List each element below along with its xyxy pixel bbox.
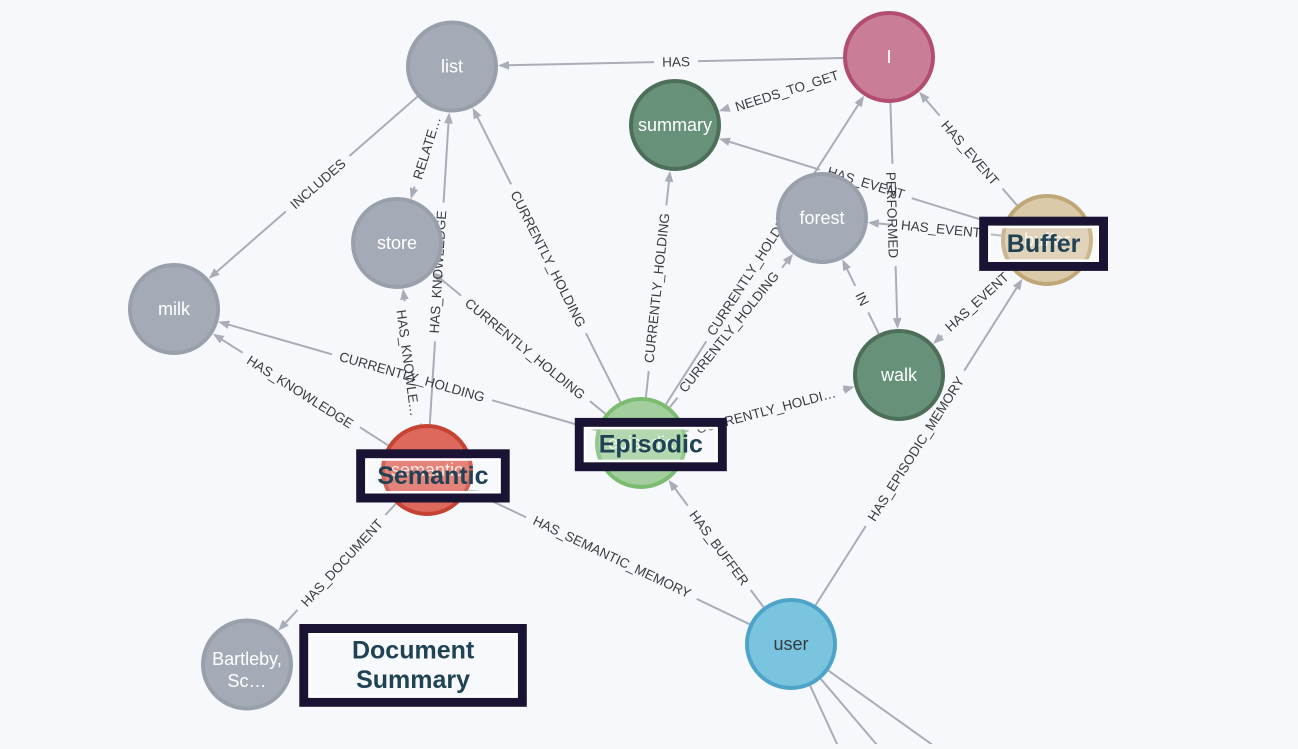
svg-text:HAS_KNOWLEDGE: HAS_KNOWLEDGE [244,353,356,432]
svg-text:RELATE…: RELATE… [410,115,444,182]
svg-text:I: I [886,47,891,67]
svg-text:NEEDS_TO_GET: NEEDS_TO_GET [733,68,840,115]
svg-text:list: list [441,57,463,77]
svg-text:HAS: HAS [662,54,690,70]
svg-text:milk: milk [158,299,191,319]
svg-text:Sc…: Sc… [227,671,266,691]
svg-text:walk: walk [880,365,918,385]
svg-text:store: store [377,233,417,253]
svg-text:Bartleby,: Bartleby, [212,649,282,669]
svg-text:CURRENTLY_HOLDING: CURRENTLY_HOLDING [507,188,588,329]
svg-text:INCLUDES: INCLUDES [287,156,348,212]
svg-text:IN: IN [852,290,871,309]
svg-text:HAS_KNOWLE…: HAS_KNOWLE… [394,309,423,417]
svg-text:Summary: Summary [356,666,470,694]
svg-text:user: user [773,634,808,654]
svg-text:HAS_EVENT: HAS_EVENT [900,218,981,241]
svg-text:Episodic: Episodic [599,431,703,459]
svg-text:HAS_EVENT: HAS_EVENT [938,118,1002,189]
svg-text:summary: summary [638,115,712,135]
svg-text:HAS_EVENT: HAS_EVENT [942,269,1011,334]
svg-text:Buffer: Buffer [1007,230,1081,258]
svg-text:HAS_SEMANTIC_MEMORY: HAS_SEMANTIC_MEMORY [531,513,694,601]
svg-text:HAS_DOCUMENT: HAS_DOCUMENT [298,516,386,609]
svg-text:PERFORMED: PERFORMED [883,172,901,259]
svg-text:Semantic: Semantic [377,462,488,490]
svg-text:forest: forest [799,208,844,228]
svg-text:CURRENTLY_HOLDING: CURRENTLY_HOLDING [642,212,673,363]
svg-text:HAS_BUFFER: HAS_BUFFER [686,508,752,589]
svg-text:CURRENTLY_HOLDING: CURRENTLY_HOLDING [676,269,782,396]
svg-text:Document: Document [352,637,475,665]
